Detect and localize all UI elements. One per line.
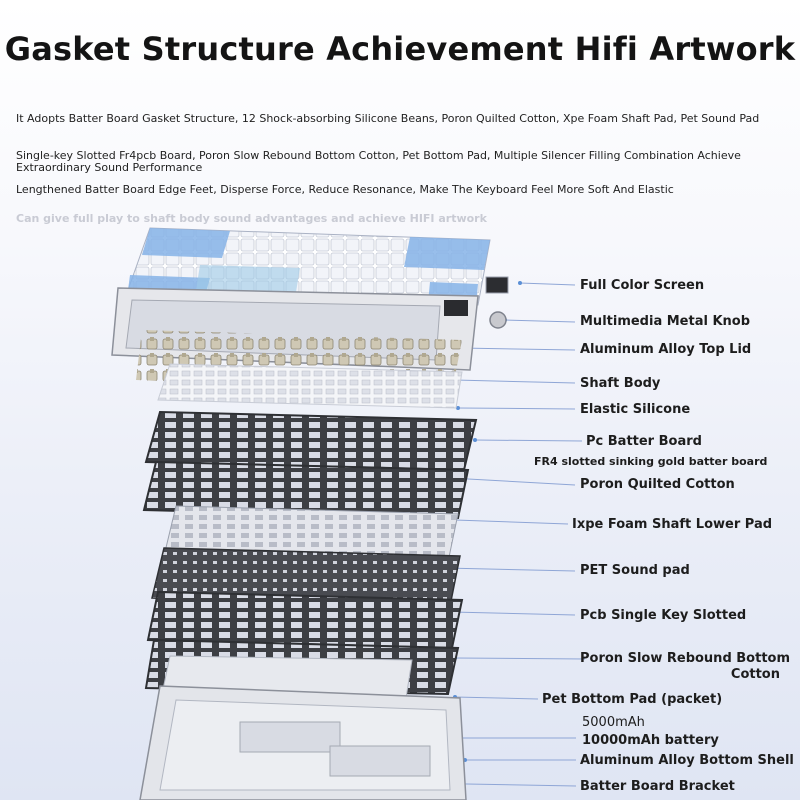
label-full-color-screen: Full Color Screen bbox=[580, 278, 705, 293]
label-elastic-silicone: Elastic Silicone bbox=[580, 402, 691, 417]
description-3: Lengthened Batter Board Edge Feet, Dispe… bbox=[16, 183, 674, 196]
label-poron-cotton: Poron Quilted Cotton bbox=[580, 477, 735, 492]
label-pet-bottom-pad: Pet Bottom Pad (packet) bbox=[542, 692, 723, 707]
label-poron-bottom-line1: Poron Slow Rebound Bottom bbox=[580, 651, 791, 666]
label-metal-knob: Multimedia Metal Knob bbox=[580, 314, 751, 329]
label-fr4-note: FR4 slotted sinking gold batter board bbox=[534, 455, 768, 468]
label-poron-bottom-line2: Cotton bbox=[730, 667, 780, 682]
screen-module bbox=[485, 276, 509, 294]
label-top-lid: Aluminum Alloy Top Lid bbox=[580, 342, 752, 357]
description-1: It Adopts Batter Board Gasket Structure,… bbox=[16, 112, 760, 125]
silicone-layer bbox=[157, 363, 463, 409]
label-pcb-slotted: Pcb Single Key Slotted bbox=[580, 608, 747, 623]
label-pet-sound-pad: PET Sound pad bbox=[580, 563, 690, 578]
label-shaft-body: Shaft Body bbox=[580, 376, 661, 391]
keycaps-layer bbox=[127, 227, 491, 306]
label-bottom-shell: Aluminum Alloy Bottom Shell bbox=[580, 753, 794, 768]
bottom-shell bbox=[139, 685, 467, 800]
label-ixpe-pad: Ixpe Foam Shaft Lower Pad bbox=[572, 517, 773, 532]
page-title: Gasket Structure Achievement Hifi Artwor… bbox=[4, 30, 796, 68]
leader-lines bbox=[345, 282, 586, 787]
faint-caption: Can give full play to shaft body sound a… bbox=[16, 212, 487, 225]
poron-quilted-cotton bbox=[142, 460, 470, 520]
pcb-single-key-slotted bbox=[146, 590, 464, 650]
label-battery: 10000mAh battery bbox=[582, 733, 719, 748]
label-bracket: Batter Board Bracket bbox=[580, 779, 735, 794]
label-battery-small: 5000mAh bbox=[582, 715, 645, 730]
metal-knob bbox=[489, 311, 507, 329]
description-2: Single-key Slotted Fr4pcb Board, Poron S… bbox=[16, 149, 741, 174]
label-pc-batter-board: Pc Batter Board bbox=[586, 434, 702, 449]
pc-batter-board bbox=[144, 410, 478, 472]
